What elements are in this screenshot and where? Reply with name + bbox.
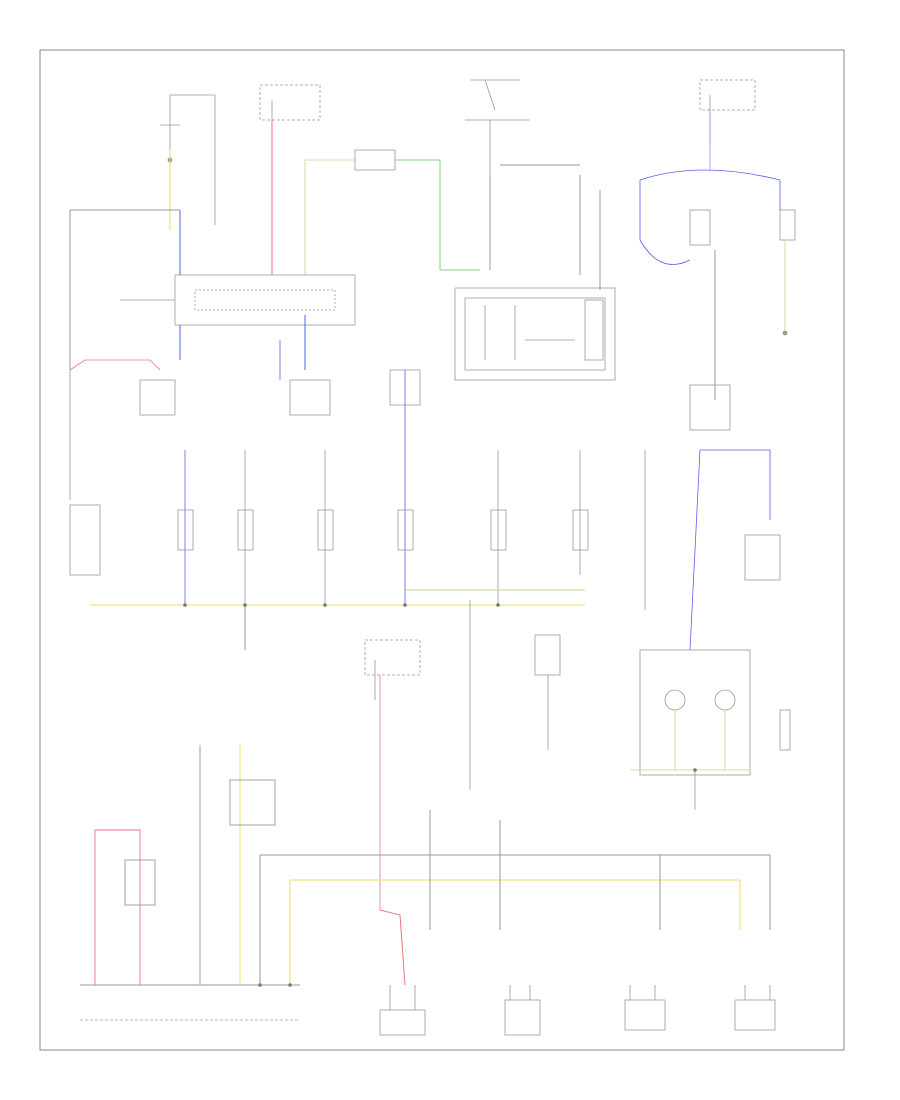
- lower-left-components: [94, 745, 276, 985]
- thermal-switch-box: [454, 287, 616, 381]
- fuse-box-hot-at-all-times-1: [259, 84, 321, 121]
- lower-switch-blocks: [379, 985, 776, 1036]
- fuse-box-hot-at-all-times-3: [364, 639, 421, 910]
- lower-bus-lines: [80, 810, 771, 1021]
- right-side-sensors: [630, 384, 791, 810]
- top-wires: [69, 120, 716, 400]
- diagram-frame: [39, 49, 845, 1051]
- left-switch-block: [69, 359, 176, 576]
- top-left-switch-group: [160, 94, 216, 225]
- indicator-lamps-row: [177, 369, 646, 610]
- relay-top-right: [639, 110, 796, 336]
- fuse-box-hot-at-all-times-2: [699, 79, 756, 145]
- relay-left: [304, 149, 480, 275]
- center-control-module: [120, 274, 356, 416]
- connector-dots: [183, 603, 697, 987]
- relay-center-lower: [469, 600, 561, 790]
- ground-bus-middle: [90, 589, 585, 650]
- ignition-switch-group: [465, 79, 530, 175]
